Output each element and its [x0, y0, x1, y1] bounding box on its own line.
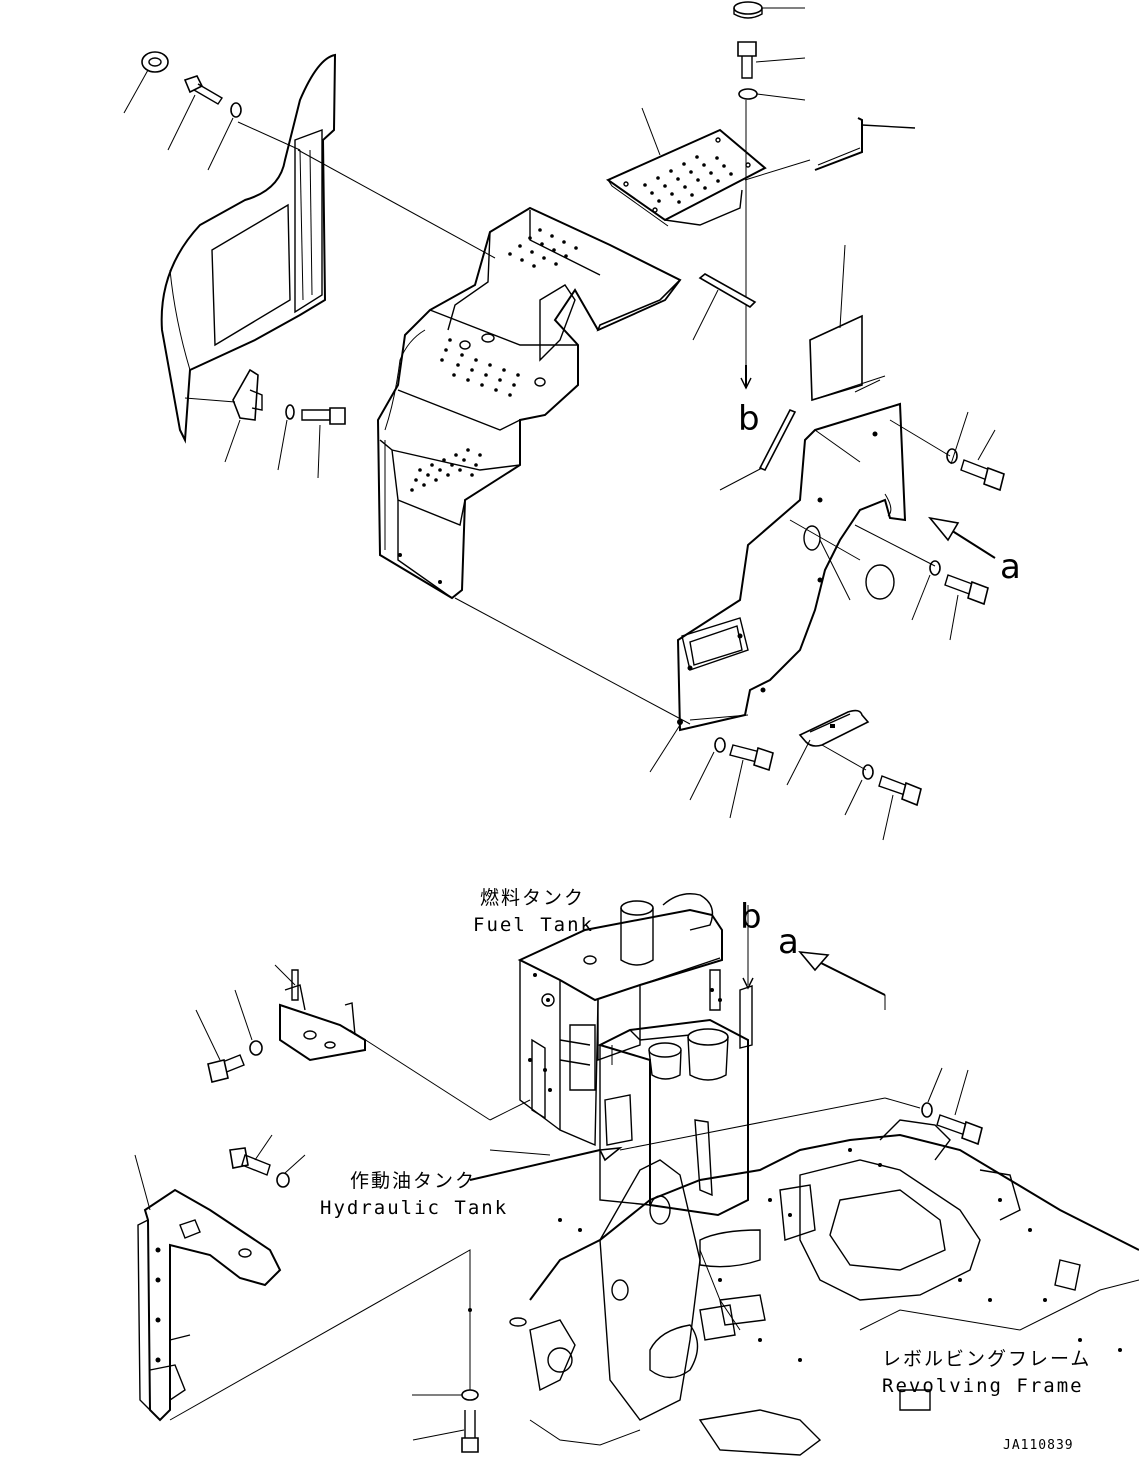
washer-top-right	[738, 88, 806, 101]
bolt-bottom	[412, 1389, 479, 1453]
bracket-hinge	[184, 368, 263, 463]
bolt-top-right	[737, 41, 806, 79]
hydraulic-tank	[597, 905, 754, 1217]
bolt-bracket-upper	[195, 989, 263, 1083]
side-cover-panel	[160, 53, 337, 444]
callout-b-bottom: b	[740, 897, 762, 937]
hex-key	[814, 117, 916, 171]
rubber-sheet	[809, 244, 863, 402]
fuel-tank-label-jp: 燃料タンク	[480, 887, 586, 909]
step-perforations	[410, 228, 578, 492]
cover-plate-small	[786, 709, 870, 786]
bolt-harness-bracket	[229, 1134, 306, 1188]
revolving-frame-label-jp: レボルビングフレーム	[882, 1348, 1092, 1370]
callout-a-top: a	[1000, 547, 1021, 587]
washer-topleft	[207, 102, 242, 171]
cap-top-right	[733, 1, 805, 19]
fuel-tank	[517, 893, 723, 1147]
step-assembly	[376, 206, 682, 600]
drawing-code: JA110839	[1003, 1438, 1074, 1453]
bracket-harness	[134, 1154, 282, 1422]
callout-a-bottom: a	[778, 922, 799, 962]
side-guard-panel	[454, 402, 907, 773]
revolving-frame-label-en: Revolving Frame	[882, 1375, 1084, 1397]
strap-small	[692, 273, 757, 341]
seal-strip	[719, 408, 797, 491]
hydraulic-tank-label-jp: 作動油タンク	[350, 1170, 477, 1192]
bolts-panel-right	[689, 411, 1005, 841]
revolving-frame	[529, 1119, 1139, 1456]
fuel-tank-label-en: Fuel Tank	[473, 914, 594, 936]
tank-bolt-right	[619, 1067, 983, 1151]
bolt-topleft	[167, 75, 223, 151]
bracket-tank-upper	[274, 964, 531, 1121]
hydraulic-tank-label-en: Hydraulic Tank	[320, 1197, 509, 1219]
rubber-cap-topleft	[123, 51, 169, 114]
perforated-cover-plate	[605, 107, 767, 227]
bolt-mid-left	[277, 404, 346, 479]
callout-b-top: b	[738, 399, 760, 439]
